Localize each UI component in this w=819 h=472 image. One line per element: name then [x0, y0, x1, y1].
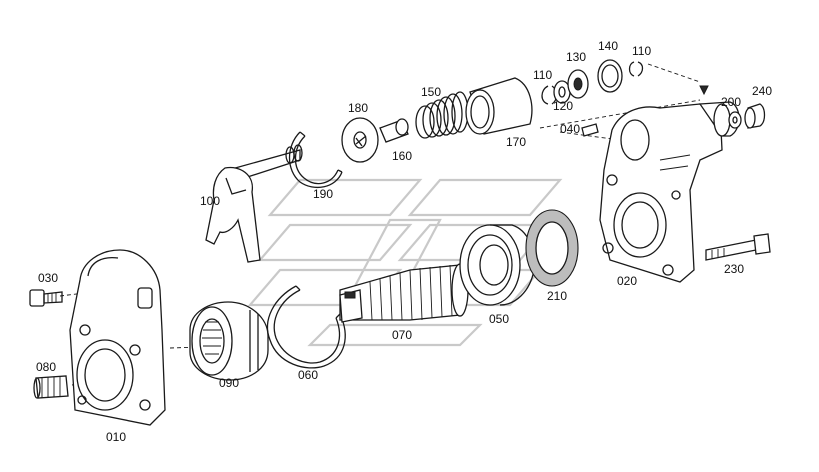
- part-070-shaft: [339, 263, 469, 323]
- part-030-bolt: [29, 289, 63, 307]
- label-070: 070: [392, 328, 412, 342]
- part-090-sleeve: [189, 301, 269, 381]
- label-190: 190: [313, 187, 333, 201]
- label-140: 140: [598, 39, 618, 53]
- part-160-bushing: [379, 118, 409, 143]
- part-120-washer: [553, 80, 571, 104]
- label-170: 170: [506, 135, 526, 149]
- label-160: 160: [392, 149, 412, 163]
- part-060-circlip: [266, 285, 346, 369]
- part-190-snap-ring: [288, 131, 343, 189]
- label-020: 020: [617, 274, 637, 288]
- label-010: 010: [106, 430, 126, 444]
- label-150: 150: [421, 85, 441, 99]
- part-080-needle-bearing: [33, 375, 69, 399]
- part-200-washer: [728, 111, 742, 129]
- part-240-plug: [744, 103, 766, 129]
- part-010-cover: [69, 249, 166, 426]
- label-030: 030: [38, 271, 58, 285]
- label-110-left: 110: [533, 68, 552, 82]
- label-180: 180: [348, 101, 368, 115]
- part-230-bolt: [705, 233, 771, 261]
- part-130-washer: [567, 69, 589, 99]
- part-020-housing: [599, 101, 740, 283]
- label-110-right: 110: [632, 44, 651, 58]
- part-050-ball-bearing: [459, 224, 535, 306]
- part-170-cylinder: [465, 77, 533, 135]
- label-050: 050: [489, 312, 509, 326]
- label-040: 040: [560, 122, 580, 136]
- label-130: 130: [566, 50, 586, 64]
- part-labels: 010 020 030 040 050 060 070 080 090 100 …: [36, 39, 772, 444]
- label-230: 230: [724, 262, 744, 276]
- part-100-shift-fork: [205, 144, 303, 263]
- part-180-disc: [341, 117, 379, 163]
- label-120: 120: [553, 99, 573, 113]
- part-110-circlip-b: [628, 61, 644, 77]
- label-240: 240: [752, 84, 772, 98]
- part-210-seal-ring: [525, 209, 579, 287]
- label-200: 200: [721, 95, 741, 109]
- label-060: 060: [298, 368, 318, 382]
- label-210: 210: [547, 289, 567, 303]
- part-150-spring: [415, 91, 469, 139]
- breather-valve: [699, 85, 709, 96]
- label-100: 100: [200, 194, 220, 208]
- part-140-ring: [597, 59, 623, 93]
- label-090: 090: [219, 376, 239, 390]
- label-080: 080: [36, 360, 56, 374]
- part-040-plug: [581, 123, 599, 137]
